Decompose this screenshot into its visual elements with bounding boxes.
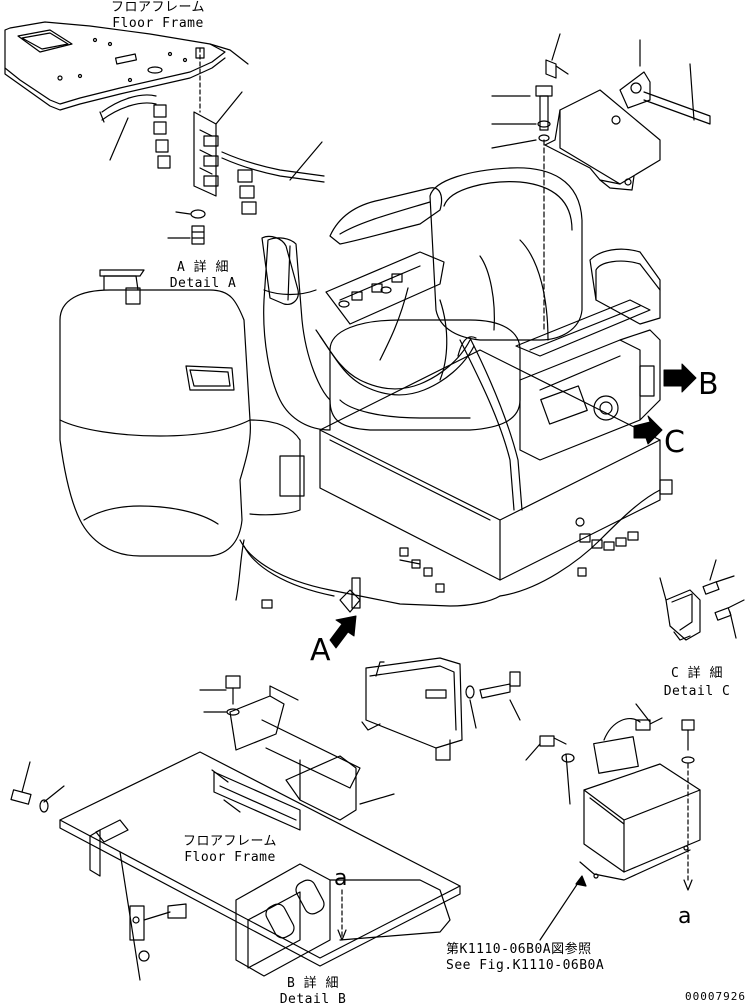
detail-b-en-label: Detail B: [279, 992, 347, 1007]
detail-c-jp-label: C 詳 細: [671, 666, 723, 681]
controller-box: [526, 704, 700, 940]
document-number: 00007926: [685, 990, 746, 1003]
detail-c-en-label: Detail C: [663, 684, 731, 699]
wiring-harness: [236, 240, 672, 612]
reference-en-label: See Fig.K1110-06B0A: [446, 958, 605, 973]
floor-frame-top: [5, 22, 248, 110]
reference-jp-label: 第K1110-06B0A図参照: [446, 942, 592, 957]
link-label-a-bottom: a: [678, 904, 692, 929]
detail-b-jp-label: B 詳 細: [287, 976, 339, 991]
link-label-a-top: a: [334, 866, 348, 891]
detail-a-en-label: Detail A: [169, 276, 237, 291]
detail-a-parts: [100, 48, 324, 244]
detail-c-bracket: [660, 560, 744, 640]
callout-arrow-a: A: [310, 633, 331, 668]
floor-frame-top-jp-label: フロアフレーム: [110, 0, 206, 15]
seat-assembly: [262, 168, 660, 580]
left-tank: [60, 270, 304, 556]
callout-arrow-c: C: [664, 425, 685, 460]
arrow-glyphs: [330, 364, 696, 648]
detail-b-brackets: [200, 658, 520, 820]
detail-a-jp-label: A 詳 細: [177, 260, 229, 275]
callout-arrow-b: B: [698, 367, 719, 402]
floor-frame-top-en-label: Floor Frame: [112, 16, 204, 31]
detail-b-frame: [11, 752, 460, 980]
floor-frame-bottom-jp-label: フロアフレーム: [182, 834, 278, 849]
floor-frame-bottom-en-label: Floor Frame: [184, 850, 276, 865]
